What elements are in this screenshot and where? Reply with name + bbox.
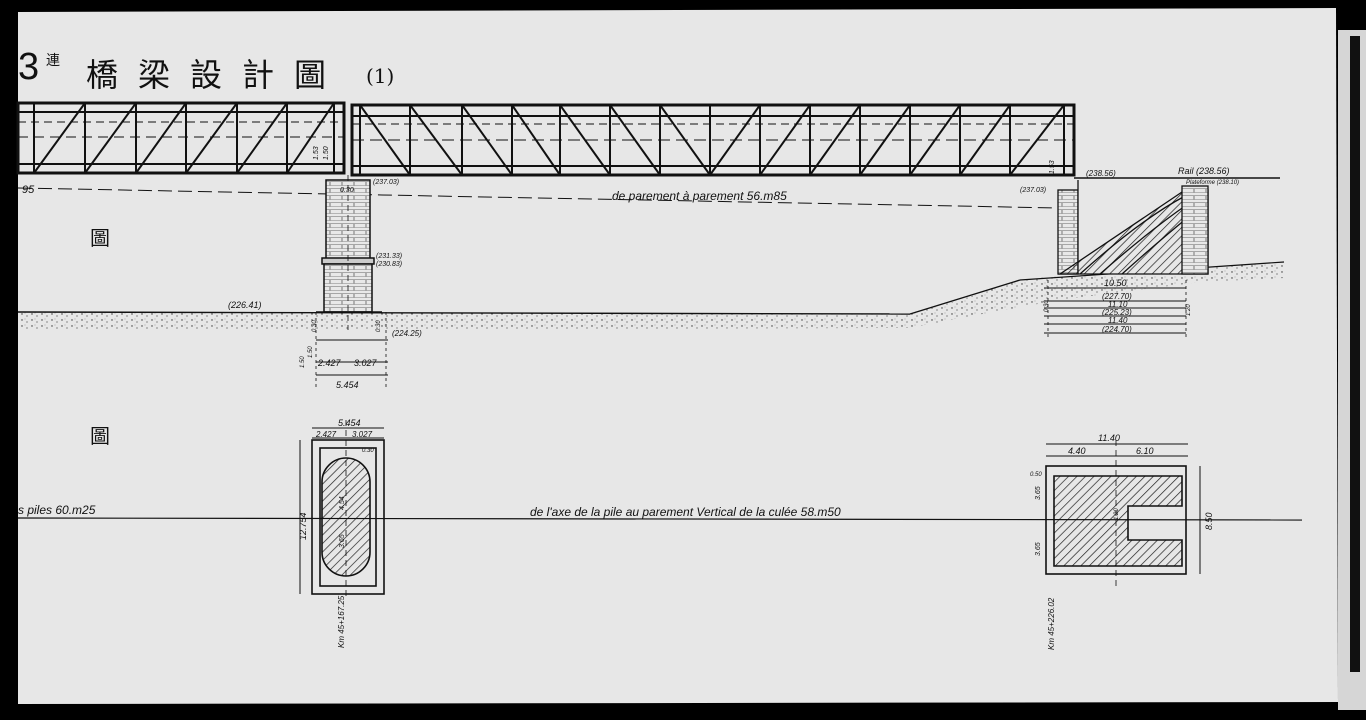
span-dim-line <box>17 187 1061 209</box>
frame-border <box>1350 36 1360 672</box>
plan-pier-dim-3: 3.027 <box>352 430 373 439</box>
abut-dim-6: (224.70) <box>1102 325 1132 334</box>
plan-abut-dim-7: 8.50 <box>1204 512 1214 530</box>
plan-pier-dim-4: 12.754 <box>298 512 308 540</box>
ground-line <box>17 311 911 315</box>
abut-dim-4: (225.23) <box>1102 308 1132 317</box>
plan-pier-dim-1: 5.454 <box>338 418 361 428</box>
plan-axis-label: de l'axe de la pile au parement Vertical… <box>530 505 841 519</box>
plan-abut-dim-4: 0.50 <box>1030 472 1042 478</box>
ground-level-label: (226.41) <box>228 300 262 310</box>
pier-dim-1: 1.53 <box>313 146 320 160</box>
plan-abut-dim-1: 11.40 <box>1098 433 1120 443</box>
truss-left <box>16 101 346 175</box>
plan-pier-dim-7: 0.30 <box>362 448 374 454</box>
title-number: 3 <box>18 46 40 88</box>
left-level-label: 95 <box>22 184 35 196</box>
abut-dim-2: (227.70) <box>1102 292 1132 301</box>
plan-pier-km: Km 45+167.25 <box>337 595 346 648</box>
plateforme-level: Plateforme (238.10) <box>1186 180 1239 186</box>
plan-abut-km: Km 45+226.02 <box>1047 597 1056 650</box>
embankment-line <box>909 279 1021 315</box>
pier-plan <box>299 420 385 600</box>
plan-pier-dim-2: 2.427 <box>315 430 337 439</box>
pier-dim-3: 0.30 <box>340 187 354 194</box>
plan-abut-dim-6: 3.65 <box>1035 542 1042 556</box>
abut-level-1: (238.56) <box>1086 169 1116 178</box>
pier-base-dim-5: 2.427 <box>317 358 342 368</box>
plan-pier-dim-6: 3.65 <box>339 534 346 548</box>
pier-base-level: (224.25) <box>392 329 422 338</box>
pier-base-dim-1: 0.30 <box>312 320 318 332</box>
abut-dim-3: 11.10 <box>1108 300 1128 309</box>
abutment-elevation <box>1044 180 1209 338</box>
plan-pier-dim-5: 4.54 <box>339 496 346 510</box>
plan-abut-dim-5: 3.65 <box>1035 486 1042 500</box>
pier-dim-2: 1.50 <box>323 146 330 160</box>
plan-left-label: s piles 60.m25 <box>18 503 96 517</box>
abut-dim-1: 10.50 <box>1104 278 1127 288</box>
title-part: (1) <box>366 64 395 88</box>
title-superscript: 連 <box>46 53 60 69</box>
rail-level: Rail (238.56) <box>1178 166 1230 176</box>
pier-elevation <box>315 175 388 390</box>
pier-dim-6: (230.83) <box>376 261 402 268</box>
pier-base-dim-6: 3.027 <box>354 358 378 368</box>
pier-base-dim-3: 1.50 <box>300 356 306 368</box>
span-label: de parement à parement 56.m85 <box>612 189 787 203</box>
abut-dim-8: 1.20 <box>1186 304 1192 316</box>
pier-dim-5: (231.33) <box>376 253 402 260</box>
abut-level-3: 1.53 <box>1049 160 1056 174</box>
drawing-title: 橋梁設計圖 <box>86 56 347 94</box>
pier-base-dim-4: 1.50 <box>308 346 314 358</box>
elevation-section-label: 圖 <box>90 226 110 250</box>
abut-dim-5: 11.40 <box>1108 316 1128 325</box>
pier-base-dim-2: 0.30 <box>376 320 382 332</box>
plan-abut-dim-8: 1.20 <box>1114 508 1120 520</box>
plan-abut-dim-2: 4.40 <box>1068 446 1086 456</box>
plan-section-label: 圖 <box>90 424 110 448</box>
pier-dim-4: (237.03) <box>373 179 399 186</box>
plan-axis-line <box>17 517 1303 521</box>
pier-base-dim-7: 5.454 <box>336 380 359 390</box>
abut-level-2: (237.03) <box>1020 187 1046 194</box>
truss-right <box>350 103 1076 177</box>
abut-dim-7: 0.30 <box>1044 300 1050 312</box>
plan-abut-dim-3: 6.10 <box>1136 446 1154 456</box>
